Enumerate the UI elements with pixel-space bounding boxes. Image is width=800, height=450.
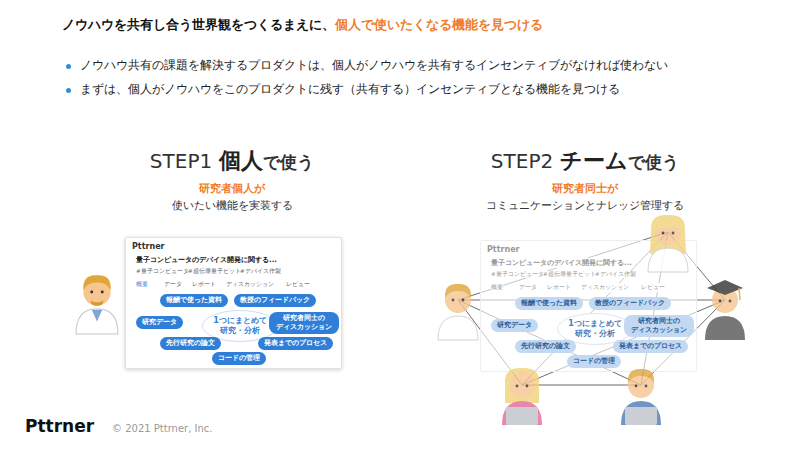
heading-text: で使う	[263, 151, 314, 174]
feature-pill: 先行研究の論文	[515, 340, 576, 353]
app-logo: Pttrner	[487, 245, 520, 254]
heading-text: で使う	[628, 151, 679, 174]
text-label: ノウハウ共有の課題を解決するプロダクトは、個人がノウハウを共有するインセンティブ…	[80, 58, 668, 73]
tab-label: レビュー	[641, 283, 665, 292]
heading-text: STEP2	[491, 149, 553, 173]
feature-text: 先行研究の論文	[521, 342, 570, 350]
text-label: まずは、個人がノウハウをこのプロダクトに残す（共有する）インセンティブとなる機能…	[80, 82, 620, 97]
feature-text: 研究データ	[497, 321, 532, 329]
researcher-icon	[76, 275, 118, 334]
tab-label: レビュー	[286, 280, 310, 289]
tab-label: ディスカッション	[226, 280, 274, 289]
feature-pill: 研究データ	[491, 319, 538, 332]
page-title: 量子コンピュータのデバイス開発に関する...	[136, 255, 277, 265]
tag-label: #デバイス作製	[240, 268, 281, 275]
feature-text: コードの管理	[573, 357, 615, 365]
feature-pill: 研究者同士の ディスカッション	[269, 312, 339, 334]
text-label: コミュニケーションとナレッジ管理する	[486, 198, 684, 213]
heading-text: ノウハウを共有し合う世界観をつくるまえに、	[62, 16, 335, 34]
feature-text: 教授のフィードバック	[240, 296, 310, 304]
feature-text: 1つにまとめて 研究・分析	[568, 319, 622, 338]
text-label: © 2021 Pttrner, Inc.	[112, 423, 213, 434]
feature-pill: コードの管理	[212, 352, 266, 365]
tab-label: 概要	[136, 280, 148, 289]
feature-text: コードの管理	[218, 354, 260, 362]
feature-text: 教授のフィードバック	[595, 299, 665, 307]
feature-text: 先行研究の論文	[166, 339, 215, 347]
tab-label: レポート	[192, 280, 216, 289]
page-title: 量子コンピュータのデバイス開発に関する...	[491, 258, 632, 268]
feature-pill: 研究者同士の ディスカッション	[624, 315, 694, 337]
tab-label: データ	[519, 283, 537, 292]
heading-text: STEP1	[150, 149, 212, 173]
tag-label: #超伝導量子ビット	[543, 271, 596, 278]
feature-text: 研究者同士の ディスカッション	[631, 317, 687, 334]
tab-label: ディスカッション	[581, 283, 629, 292]
feature-pill: 報酬で使った資料	[515, 297, 583, 310]
heading-text: 個人	[219, 146, 263, 176]
feature-pill: 報酬で使った資料	[160, 294, 228, 307]
feature-pill: 研究データ	[136, 316, 183, 329]
app-screen: Pttrner 量子コンピュータのデバイス開発に関する... 報酬で使った資料 教授の…	[125, 237, 342, 369]
tab-label: データ	[164, 280, 182, 289]
feature-text: 発表までのプロセス	[264, 339, 327, 347]
tag-label: #量子コンピュータ	[136, 268, 189, 275]
feature-pill: 教授のフィードバック	[589, 297, 671, 310]
text-label: 使いたい機能を実装する	[172, 198, 293, 213]
feature-text: 研究データ	[142, 318, 177, 326]
feature-text: 発表までのプロセス	[619, 342, 682, 350]
feature-pill: コードの管理	[567, 355, 621, 368]
feature-pill: 発表までのプロセス	[613, 340, 688, 353]
feature-text: 研究者同士の ディスカッション	[276, 314, 332, 331]
heading-row: STEP1 個人で使う	[150, 146, 314, 176]
app-logo: Pttrner	[132, 242, 165, 251]
feature-pill: 発表までのプロセス	[258, 337, 333, 350]
feature-text: 報酬で使った資料	[521, 299, 577, 307]
tag-label: #デバイス作製	[595, 271, 636, 278]
heading-row: STEP2 チームで使う	[491, 146, 679, 176]
feature-text: 報酬で使った資料	[166, 296, 222, 304]
feature-text: 1つにまとめて 研究・分析	[213, 316, 267, 335]
tag-label: #量子コンピュータ	[491, 271, 544, 278]
heading-text: 個人で使いたくなる機能を見つける	[335, 16, 543, 34]
text-label: Pttrner	[25, 416, 94, 436]
feature-pill: 教授のフィードバック	[234, 294, 316, 307]
heading-row: ノウハウを共有し合う世界観をつくるまえに、個人で使いたくなる機能を見つける	[62, 16, 543, 34]
feature-pill: 先行研究の論文	[160, 337, 221, 350]
tab-label: 概要	[491, 283, 503, 292]
tab-label: レポート	[547, 283, 571, 292]
text-label: 研究者個人が	[199, 181, 265, 196]
text-label: 研究者同士が	[552, 181, 618, 196]
tag-label: #超伝導量子ビット	[188, 268, 241, 275]
heading-text: チーム	[560, 146, 628, 176]
